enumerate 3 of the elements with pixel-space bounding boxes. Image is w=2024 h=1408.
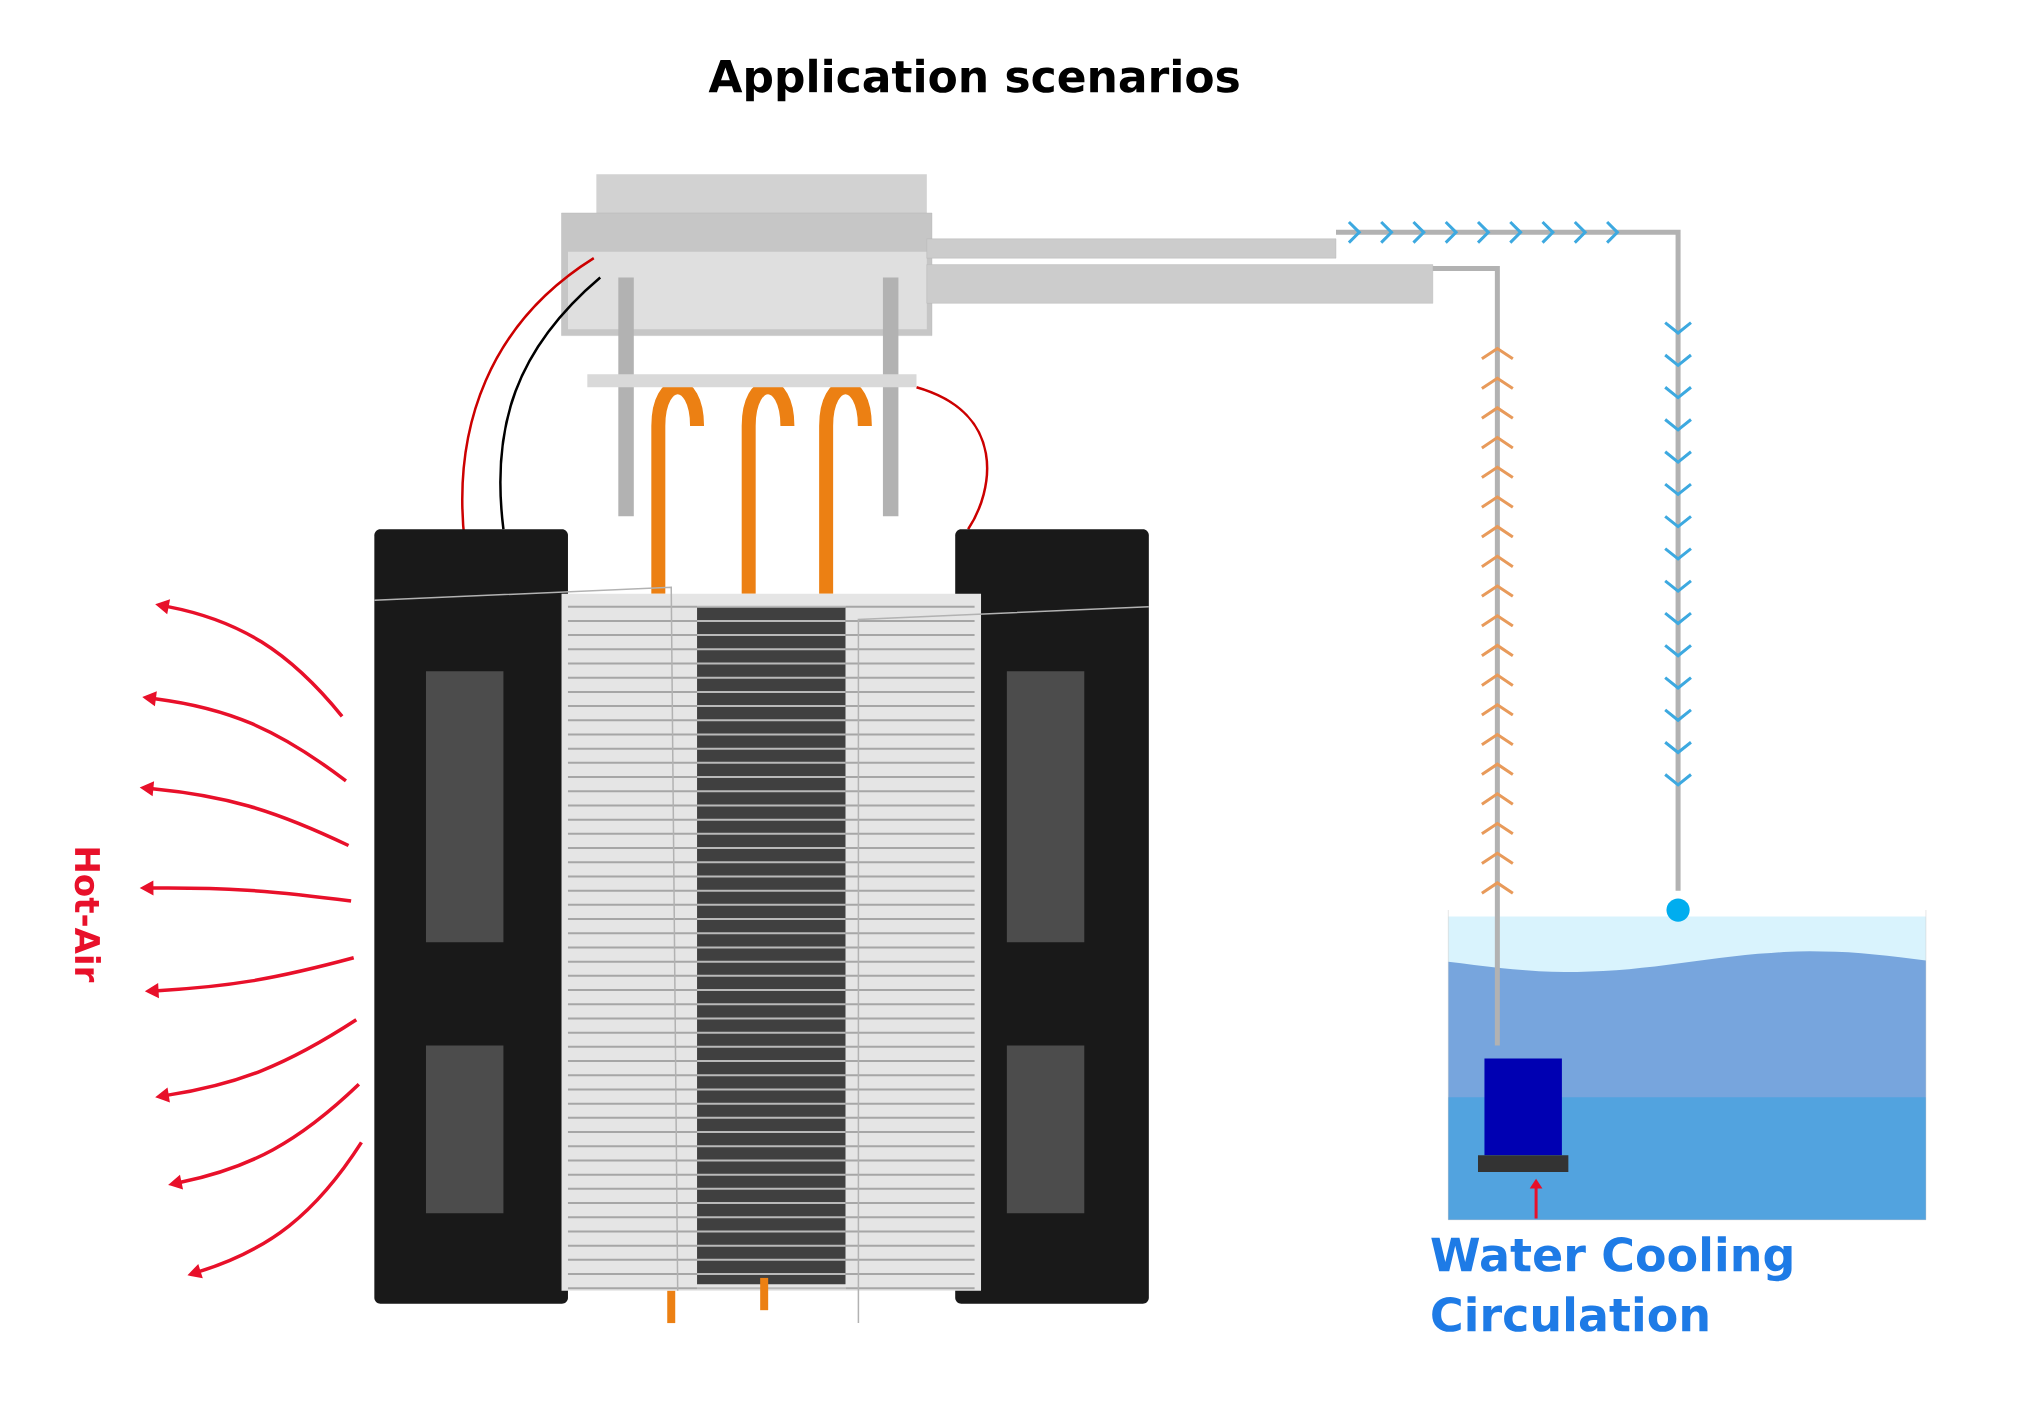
title: Application scenarios [708, 58, 1239, 102]
caption-label: Water Cooling Circulation [1431, 1236, 1792, 1332]
side-label: Hot-Air [74, 848, 101, 983]
